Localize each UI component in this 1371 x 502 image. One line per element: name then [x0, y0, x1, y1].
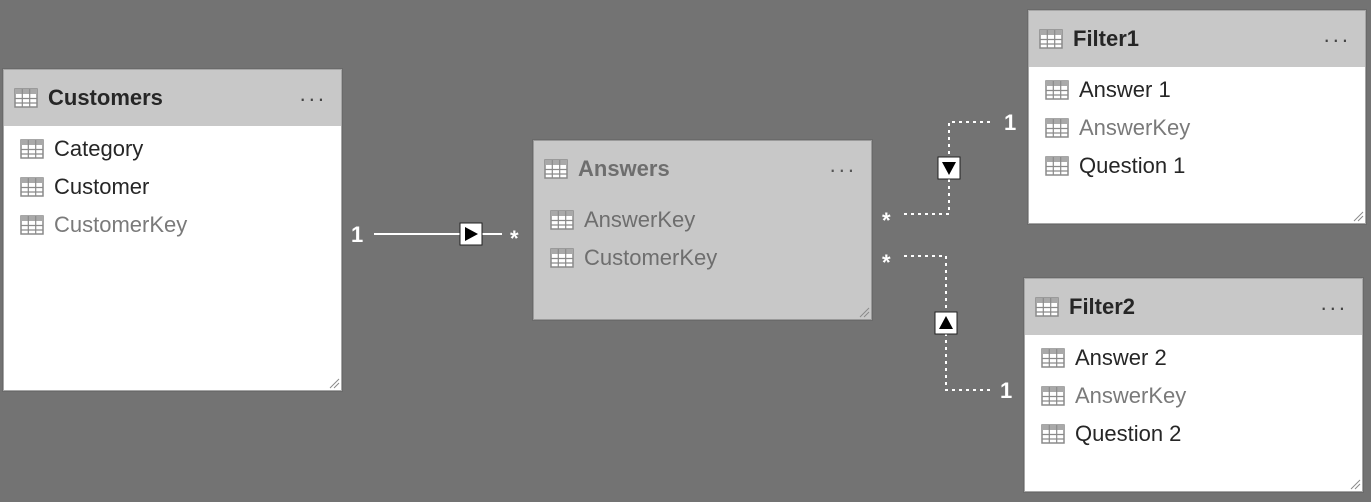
- field-column-icon: [20, 215, 44, 235]
- table-title: Customers: [48, 85, 163, 110]
- cardinality-one-label: 1: [1004, 110, 1016, 135]
- table-card-filter1[interactable]: Filter1 ... Answer 1 AnswerKey Question …: [1028, 10, 1366, 224]
- table-grid-icon: [14, 88, 38, 108]
- field-label: AnswerKey: [1079, 115, 1191, 140]
- table-header[interactable]: Answers ...: [534, 141, 871, 197]
- more-options-icon[interactable]: ...: [1323, 22, 1351, 47]
- field-row[interactable]: CustomerKey: [534, 239, 871, 277]
- table-header[interactable]: Customers ...: [4, 70, 341, 126]
- field-row[interactable]: Category: [4, 130, 341, 168]
- field-column-icon: [550, 210, 574, 230]
- field-label: CustomerKey: [54, 212, 188, 237]
- table-card-filter2[interactable]: Filter2 ... Answer 2 AnswerKey Question …: [1024, 278, 1363, 492]
- field-row[interactable]: AnswerKey: [534, 201, 871, 239]
- more-options-icon[interactable]: ...: [829, 152, 857, 177]
- table-grid-icon: [1039, 29, 1063, 49]
- relationship-filter1-answers[interactable]: 1 *: [882, 110, 1016, 233]
- relationship-filter2-answers[interactable]: 1 *: [882, 250, 1012, 403]
- field-label: AnswerKey: [584, 207, 696, 232]
- field-label: Answer 2: [1075, 345, 1167, 370]
- filter-direction-up-icon: [939, 316, 953, 329]
- resize-grip-icon[interactable]: [1349, 478, 1361, 490]
- field-column-icon: [550, 248, 574, 268]
- resize-grip-icon[interactable]: [858, 306, 870, 318]
- field-label: AnswerKey: [1075, 383, 1187, 408]
- filter-direction-down-icon: [942, 162, 956, 175]
- field-row[interactable]: Answer 2: [1025, 339, 1362, 377]
- table-title: Answers: [578, 156, 670, 181]
- more-options-icon[interactable]: ...: [299, 81, 327, 106]
- cardinality-many-label: *: [882, 250, 891, 275]
- field-label: Question 2: [1075, 421, 1182, 446]
- cardinality-one-label: 1: [1000, 378, 1012, 403]
- field-label: Question 1: [1079, 153, 1186, 178]
- field-column-icon: [1041, 386, 1065, 406]
- table-header[interactable]: Filter2 ...: [1025, 279, 1362, 335]
- table-card-answers[interactable]: Answers ... AnswerKey CustomerKey: [533, 140, 872, 320]
- relationship-customers-answers[interactable]: 1 *: [351, 222, 519, 251]
- field-label: Category: [54, 136, 144, 161]
- table-grid-icon: [544, 159, 568, 179]
- cardinality-many-label: *: [882, 208, 891, 233]
- cardinality-many-label: *: [510, 226, 519, 251]
- resize-grip-icon[interactable]: [328, 377, 340, 389]
- field-label: CustomerKey: [584, 245, 718, 270]
- table-title: Filter1: [1073, 26, 1140, 51]
- field-label: Customer: [54, 174, 150, 199]
- field-column-icon: [20, 139, 44, 159]
- field-row[interactable]: Answer 1: [1029, 71, 1365, 109]
- field-column-icon: [1045, 156, 1069, 176]
- field-row[interactable]: AnswerKey: [1025, 377, 1362, 415]
- field-row[interactable]: Question 1: [1029, 147, 1365, 185]
- table-header[interactable]: Filter1 ...: [1029, 11, 1365, 67]
- more-options-icon[interactable]: ...: [1320, 290, 1348, 315]
- field-row[interactable]: AnswerKey: [1029, 109, 1365, 147]
- field-column-icon: [1045, 118, 1069, 138]
- field-column-icon: [1045, 80, 1069, 100]
- filter-direction-right-icon: [465, 227, 478, 241]
- table-grid-icon: [1035, 297, 1059, 317]
- field-label: Answer 1: [1079, 77, 1171, 102]
- cardinality-one-label: 1: [351, 222, 363, 247]
- field-row[interactable]: Customer: [4, 168, 341, 206]
- field-column-icon: [20, 177, 44, 197]
- field-row[interactable]: Question 2: [1025, 415, 1362, 453]
- table-title: Filter2: [1069, 294, 1136, 319]
- resize-grip-icon[interactable]: [1352, 210, 1364, 222]
- field-column-icon: [1041, 424, 1065, 444]
- field-column-icon: [1041, 348, 1065, 368]
- field-row[interactable]: CustomerKey: [4, 206, 341, 244]
- table-card-customers[interactable]: Customers ... Category Customer Customer…: [3, 69, 342, 391]
